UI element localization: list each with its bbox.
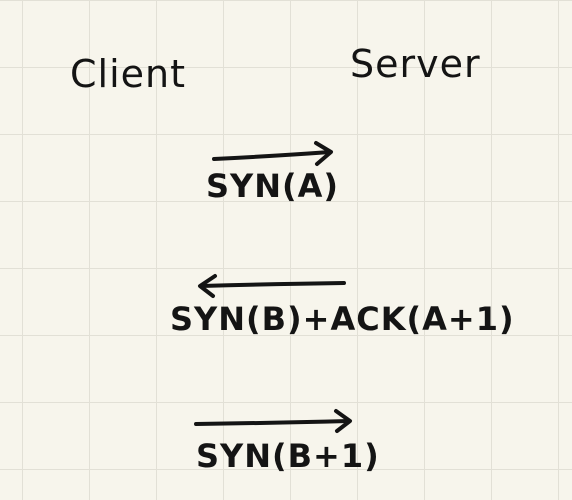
arrow-server-to-client	[198, 274, 346, 298]
message-label-syn-b-ack: SYN(B)+ACK(A+1)	[170, 300, 515, 338]
arrow-shaft	[212, 150, 332, 161]
arrow-shaft	[199, 281, 346, 288]
arrow-shaft	[194, 419, 351, 426]
arrow-head	[334, 409, 352, 433]
server-label: Server	[350, 42, 481, 86]
arrow-head	[314, 141, 333, 166]
arrow-client-to-server-1	[212, 141, 333, 166]
message-label-syn-a: SYN(A)	[206, 167, 340, 205]
client-label: Client	[70, 52, 187, 96]
message-label-syn-b-plus-1: SYN(B+1)	[196, 437, 380, 475]
arrow-client-to-server-2	[194, 409, 352, 433]
arrow-head	[198, 274, 217, 298]
